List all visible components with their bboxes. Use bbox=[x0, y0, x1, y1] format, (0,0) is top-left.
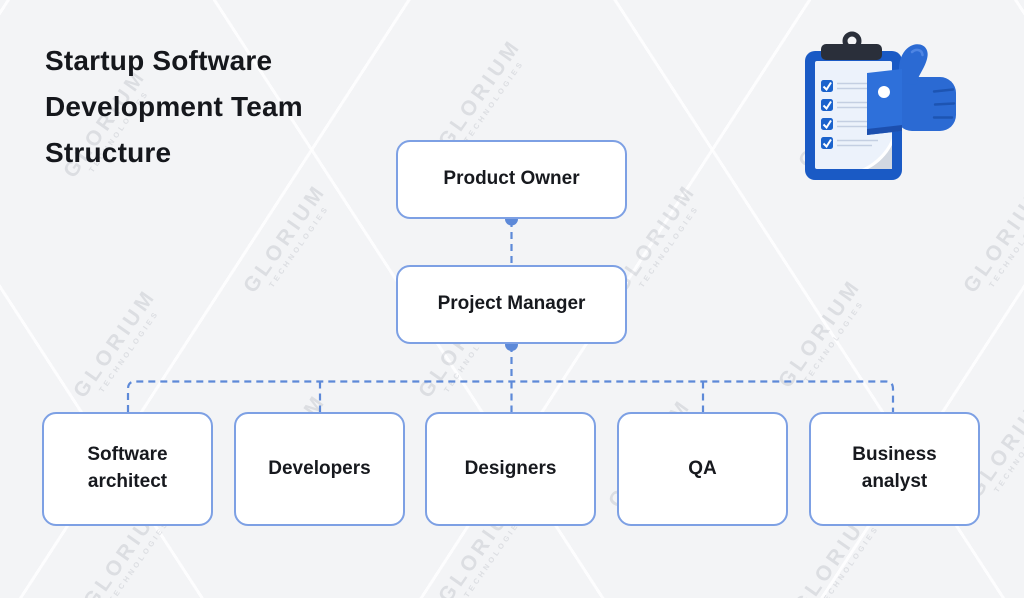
clipboard-thumbs-up-illustration bbox=[805, 31, 956, 180]
node-label: Software architect bbox=[87, 444, 168, 492]
clip-ring-icon bbox=[842, 31, 862, 51]
node-qa: QA bbox=[617, 412, 788, 526]
title-line: Startup Software bbox=[45, 45, 273, 76]
node-business-analyst: Business analyst bbox=[809, 412, 980, 526]
checklist-rows bbox=[821, 80, 878, 149]
node-label: Business analyst bbox=[852, 444, 937, 492]
page-curl bbox=[862, 138, 892, 169]
clipboard-frame bbox=[805, 51, 902, 180]
clipboard-paper bbox=[815, 61, 892, 169]
connector-bus-line bbox=[126, 380, 895, 412]
node-label: Product Owner bbox=[443, 168, 580, 190]
node-software-architect: Software architect bbox=[42, 412, 213, 526]
node-label: Developers bbox=[268, 457, 371, 479]
node-project-manager: Project Manager bbox=[396, 265, 627, 344]
title-line: Development Team bbox=[45, 91, 303, 122]
title-line: Structure bbox=[45, 137, 172, 168]
page-title: Startup Software Development Team Struct… bbox=[45, 38, 303, 176]
node-label: Project Manager bbox=[437, 293, 586, 315]
node-product-owner: Product Owner bbox=[396, 140, 627, 219]
node-developers: Developers bbox=[234, 412, 405, 526]
node-label: QA bbox=[688, 457, 717, 479]
thumbs-up-icon bbox=[867, 44, 956, 135]
node-designers: Designers bbox=[425, 412, 596, 526]
node-label: Designers bbox=[464, 457, 557, 479]
clip-bar bbox=[821, 44, 882, 60]
page-curl-shadow bbox=[868, 145, 892, 169]
